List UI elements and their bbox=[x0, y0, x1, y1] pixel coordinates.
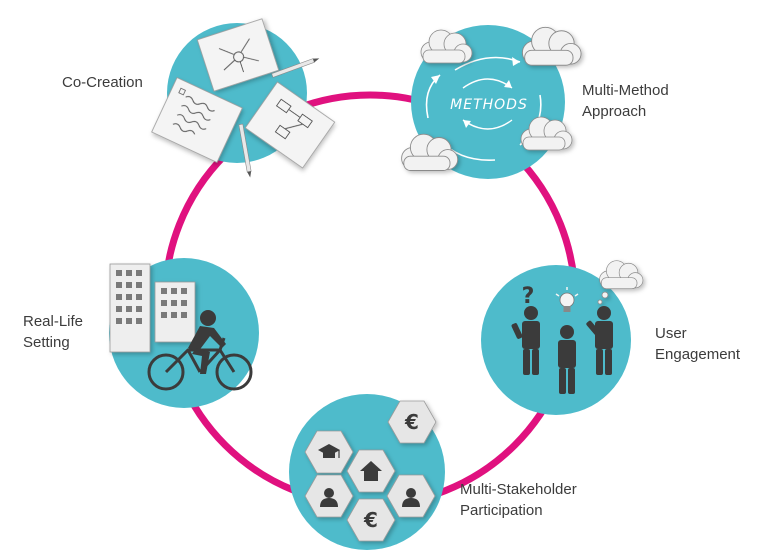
svg-text:€: € bbox=[404, 410, 419, 434]
node-real-life bbox=[109, 258, 259, 408]
city-cyclist-icon bbox=[109, 263, 253, 391]
label-multi-method: Multi-Method Approach bbox=[582, 82, 669, 120]
methods-text: METHODS bbox=[450, 97, 528, 113]
hexagon-stakeholders-icon: € € bbox=[304, 400, 437, 542]
label-user-engagement: User Engagement bbox=[655, 325, 741, 363]
people-thinking-icon: ? bbox=[511, 260, 644, 394]
svg-text:€: € bbox=[363, 508, 378, 532]
label-co-creation: Co-Creation bbox=[62, 74, 143, 91]
node-multi-stakeholder: € € bbox=[289, 394, 445, 550]
node-user-engagement: ? bbox=[481, 260, 644, 415]
node-co-creation bbox=[151, 18, 336, 178]
svg-text:?: ? bbox=[522, 284, 535, 309]
sketch-papers-icon bbox=[151, 18, 336, 178]
label-multi-stakeholder: Multi-Stakeholder Participation bbox=[460, 481, 577, 519]
label-real-life: Real-Life Setting bbox=[23, 313, 84, 351]
clouds-cycle-icon: METHODS bbox=[401, 26, 582, 172]
node-multi-method: METHODS bbox=[401, 25, 582, 179]
